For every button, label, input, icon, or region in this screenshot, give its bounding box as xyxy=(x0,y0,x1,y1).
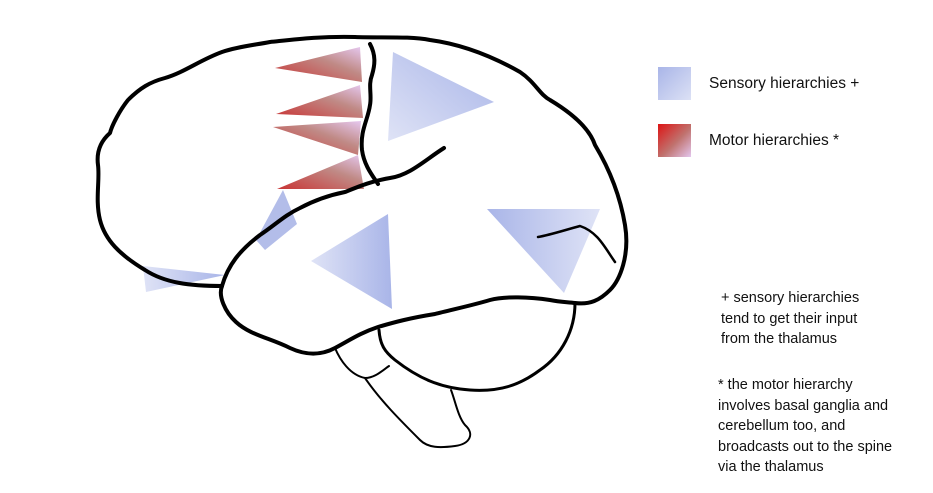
note-line: * the motor hierarchy xyxy=(718,377,853,393)
note-line: tend to get their input xyxy=(721,310,858,327)
sensory-triangles xyxy=(143,52,600,309)
motor-triangle-3 xyxy=(273,121,361,155)
note-line: from the thalamus xyxy=(721,331,838,347)
sensory-triangle-parietal xyxy=(388,52,494,141)
legend-label-sensory: Sensory hierarchies + xyxy=(709,74,860,92)
sensory-triangle-frontal-base xyxy=(143,266,225,292)
motor-triangle-1 xyxy=(275,47,362,82)
note-motor: * the motor hierarchy involves basal gan… xyxy=(718,375,892,478)
note-line: cerebellum too, and xyxy=(718,418,846,434)
motor-swatch-icon xyxy=(658,124,691,157)
sensory-triangle-insula xyxy=(256,190,297,250)
sensory-triangle-occipital xyxy=(487,209,600,293)
motor-triangles xyxy=(273,47,364,189)
legend-item-sensory: Sensory hierarchies + xyxy=(658,67,859,100)
note-line: + sensory hierarchies xyxy=(721,290,860,306)
sensory-swatch-icon xyxy=(658,67,691,100)
note-sensory: + sensory hierarchies tend to get their … xyxy=(721,288,859,350)
sensory-triangle-temporal xyxy=(311,214,392,309)
motor-triangle-2 xyxy=(276,85,363,118)
motor-triangle-4 xyxy=(277,155,364,189)
note-line: broadcasts out to the spine xyxy=(718,438,893,455)
brain-outline xyxy=(95,34,629,449)
legend-item-motor: Motor hierarchies * xyxy=(658,124,839,157)
note-line: via the thalamus xyxy=(718,459,824,475)
note-line: involves basal ganglia and xyxy=(718,397,889,414)
legend-label-motor: Motor hierarchies * xyxy=(709,131,840,149)
